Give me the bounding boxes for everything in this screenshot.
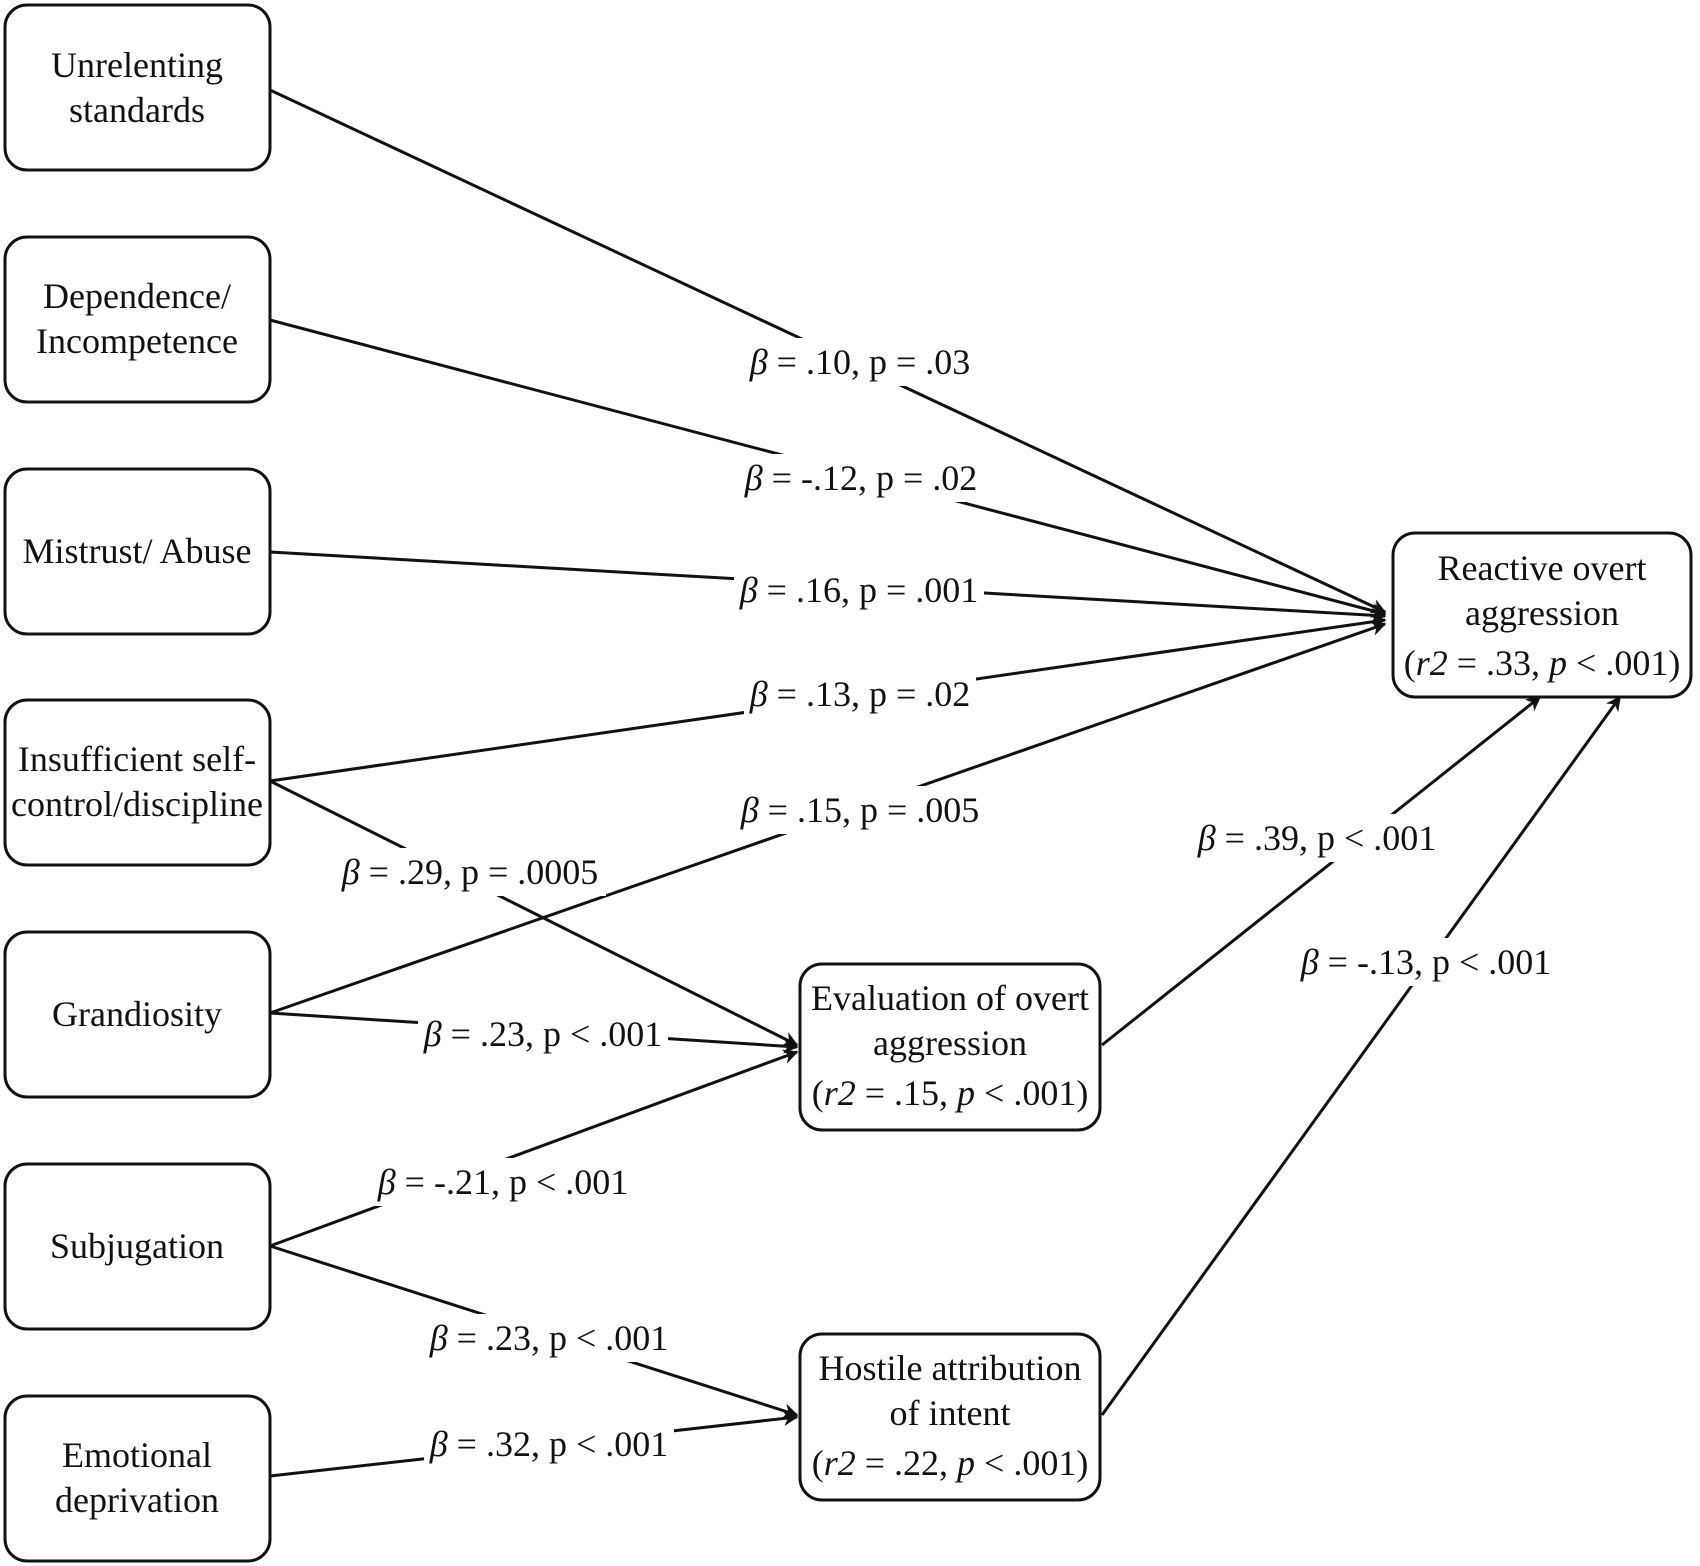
node-label: Insufficient self-: [18, 739, 256, 779]
node-reactive-overt-aggression: Reactive overt aggression (r2 = .33, p <…: [1391, 531, 1693, 699]
edge-label-evaluation-to-reactive: β = .39, p < .001: [1192, 814, 1442, 862]
node-stat: (r2 = .15, p < .001): [812, 1073, 1089, 1113]
node-emotional-deprivation: Emotional deprivation: [3, 1394, 272, 1563]
svg-text:β = -.12, p = .02: β = -.12, p = .02: [744, 458, 978, 498]
edge-subjugation-to-evaluation: [269, 1049, 799, 1248]
edge-label-mistrust-to-reactive: β = .16, p = .001: [734, 566, 984, 614]
svg-text:β = .13, p = .02: β = .13, p = .02: [749, 674, 971, 714]
node-dependence-incompetence: Dependence/ Incompetence: [3, 235, 272, 404]
edge-hostile-to-reactive: [1100, 695, 1622, 1416]
edge-label-grandiosity-to-evaluation: β = .23, p < .001: [418, 1010, 668, 1058]
edge-label-subjugation-to-evaluation: β = -.21, p < .001: [372, 1158, 634, 1206]
edge-label-dependence-to-reactive: β = -.12, p = .02: [738, 454, 984, 502]
svg-text:β = .10, p = .03: β = .10, p = .03: [749, 342, 971, 382]
node-stat: (r2 = .22, p < .001): [812, 1443, 1089, 1483]
svg-text:β = .29, p = .0005: β = .29, p = .0005: [341, 852, 599, 892]
edges-layer: [269, 88, 1622, 1478]
edge-label-unrelenting-to-reactive: β = .10, p = .03: [744, 338, 976, 386]
node-label: deprivation: [55, 1480, 219, 1520]
node-grandiosity: Grandiosity: [3, 930, 272, 1099]
node-unrelenting-standards: Unrelenting standards: [3, 3, 272, 172]
node-stat: (r2 = .33, p < .001): [1404, 643, 1681, 683]
node-label: Dependence/: [43, 276, 231, 316]
edge-insufficient-to-evaluation: [269, 779, 799, 1047]
node-label: Reactive overt: [1438, 548, 1647, 588]
node-label: control/discipline: [11, 784, 263, 824]
nodes-layer: Unrelenting standards Dependence/ Incomp…: [3, 3, 1693, 1563]
edge-evaluation-to-reactive: [1101, 695, 1542, 1047]
node-mistrust-abuse: Mistrust/ Abuse: [3, 467, 272, 636]
node-label: Evaluation of overt: [811, 978, 1089, 1018]
svg-text:β = -.21, p < .001: β = -.21, p < .001: [377, 1162, 629, 1202]
node-subjugation: Subjugation: [3, 1162, 272, 1331]
node-insufficient-self-control: Insufficient self- control/discipline: [3, 698, 272, 867]
edge-label-hostile-to-reactive: β = -.13, p < .001: [1298, 938, 1554, 986]
svg-text:β = .32, p < .001: β = .32, p < .001: [429, 1424, 669, 1464]
svg-text:β = .16, p = .001: β = .16, p = .001: [739, 570, 979, 610]
node-label: Incompetence: [36, 321, 238, 361]
edge-label-grandiosity-to-reactive: β = .15, p = .005: [734, 786, 986, 834]
svg-text:β = .23, p < .001: β = .23, p < .001: [429, 1318, 669, 1358]
node-hostile-attribution-of-intent: Hostile attribution of intent (r2 = .22,…: [798, 1332, 1102, 1502]
edge-label-insufficient-to-evaluation: β = .29, p = .0005: [334, 848, 606, 896]
node-label: of intent: [890, 1393, 1011, 1433]
edge-label-subjugation-to-hostile: β = .23, p < .001: [424, 1314, 674, 1362]
node-label: Subjugation: [50, 1226, 224, 1266]
node-label: aggression: [1465, 593, 1619, 633]
node-label: Mistrust/ Abuse: [22, 531, 251, 571]
edge-label-emotional-to-hostile: β = .32, p < .001: [424, 1420, 674, 1468]
node-label: Grandiosity: [52, 994, 222, 1034]
svg-text:β = -.13, p < .001: β = -.13, p < .001: [1300, 942, 1552, 982]
svg-text:β = .39, p < .001: β = .39, p < .001: [1197, 818, 1437, 858]
node-label: aggression: [873, 1023, 1027, 1063]
node-label: Hostile attribution: [819, 1348, 1082, 1388]
node-label: Emotional: [62, 1435, 212, 1475]
svg-text:β = .23, p < .001: β = .23, p < .001: [423, 1014, 663, 1054]
node-evaluation-of-overt-aggression: Evaluation of overt aggression (r2 = .15…: [798, 962, 1102, 1132]
node-label: standards: [69, 90, 205, 130]
edge-labels-layer: β = .10, p = .03 β = -.12, p = .02 β = .…: [334, 338, 1554, 1468]
edge-label-insufficient-to-reactive: β = .13, p = .02: [744, 670, 976, 718]
node-label: Unrelenting: [51, 45, 223, 85]
svg-text:β = .15, p = .005: β = .15, p = .005: [740, 790, 980, 830]
